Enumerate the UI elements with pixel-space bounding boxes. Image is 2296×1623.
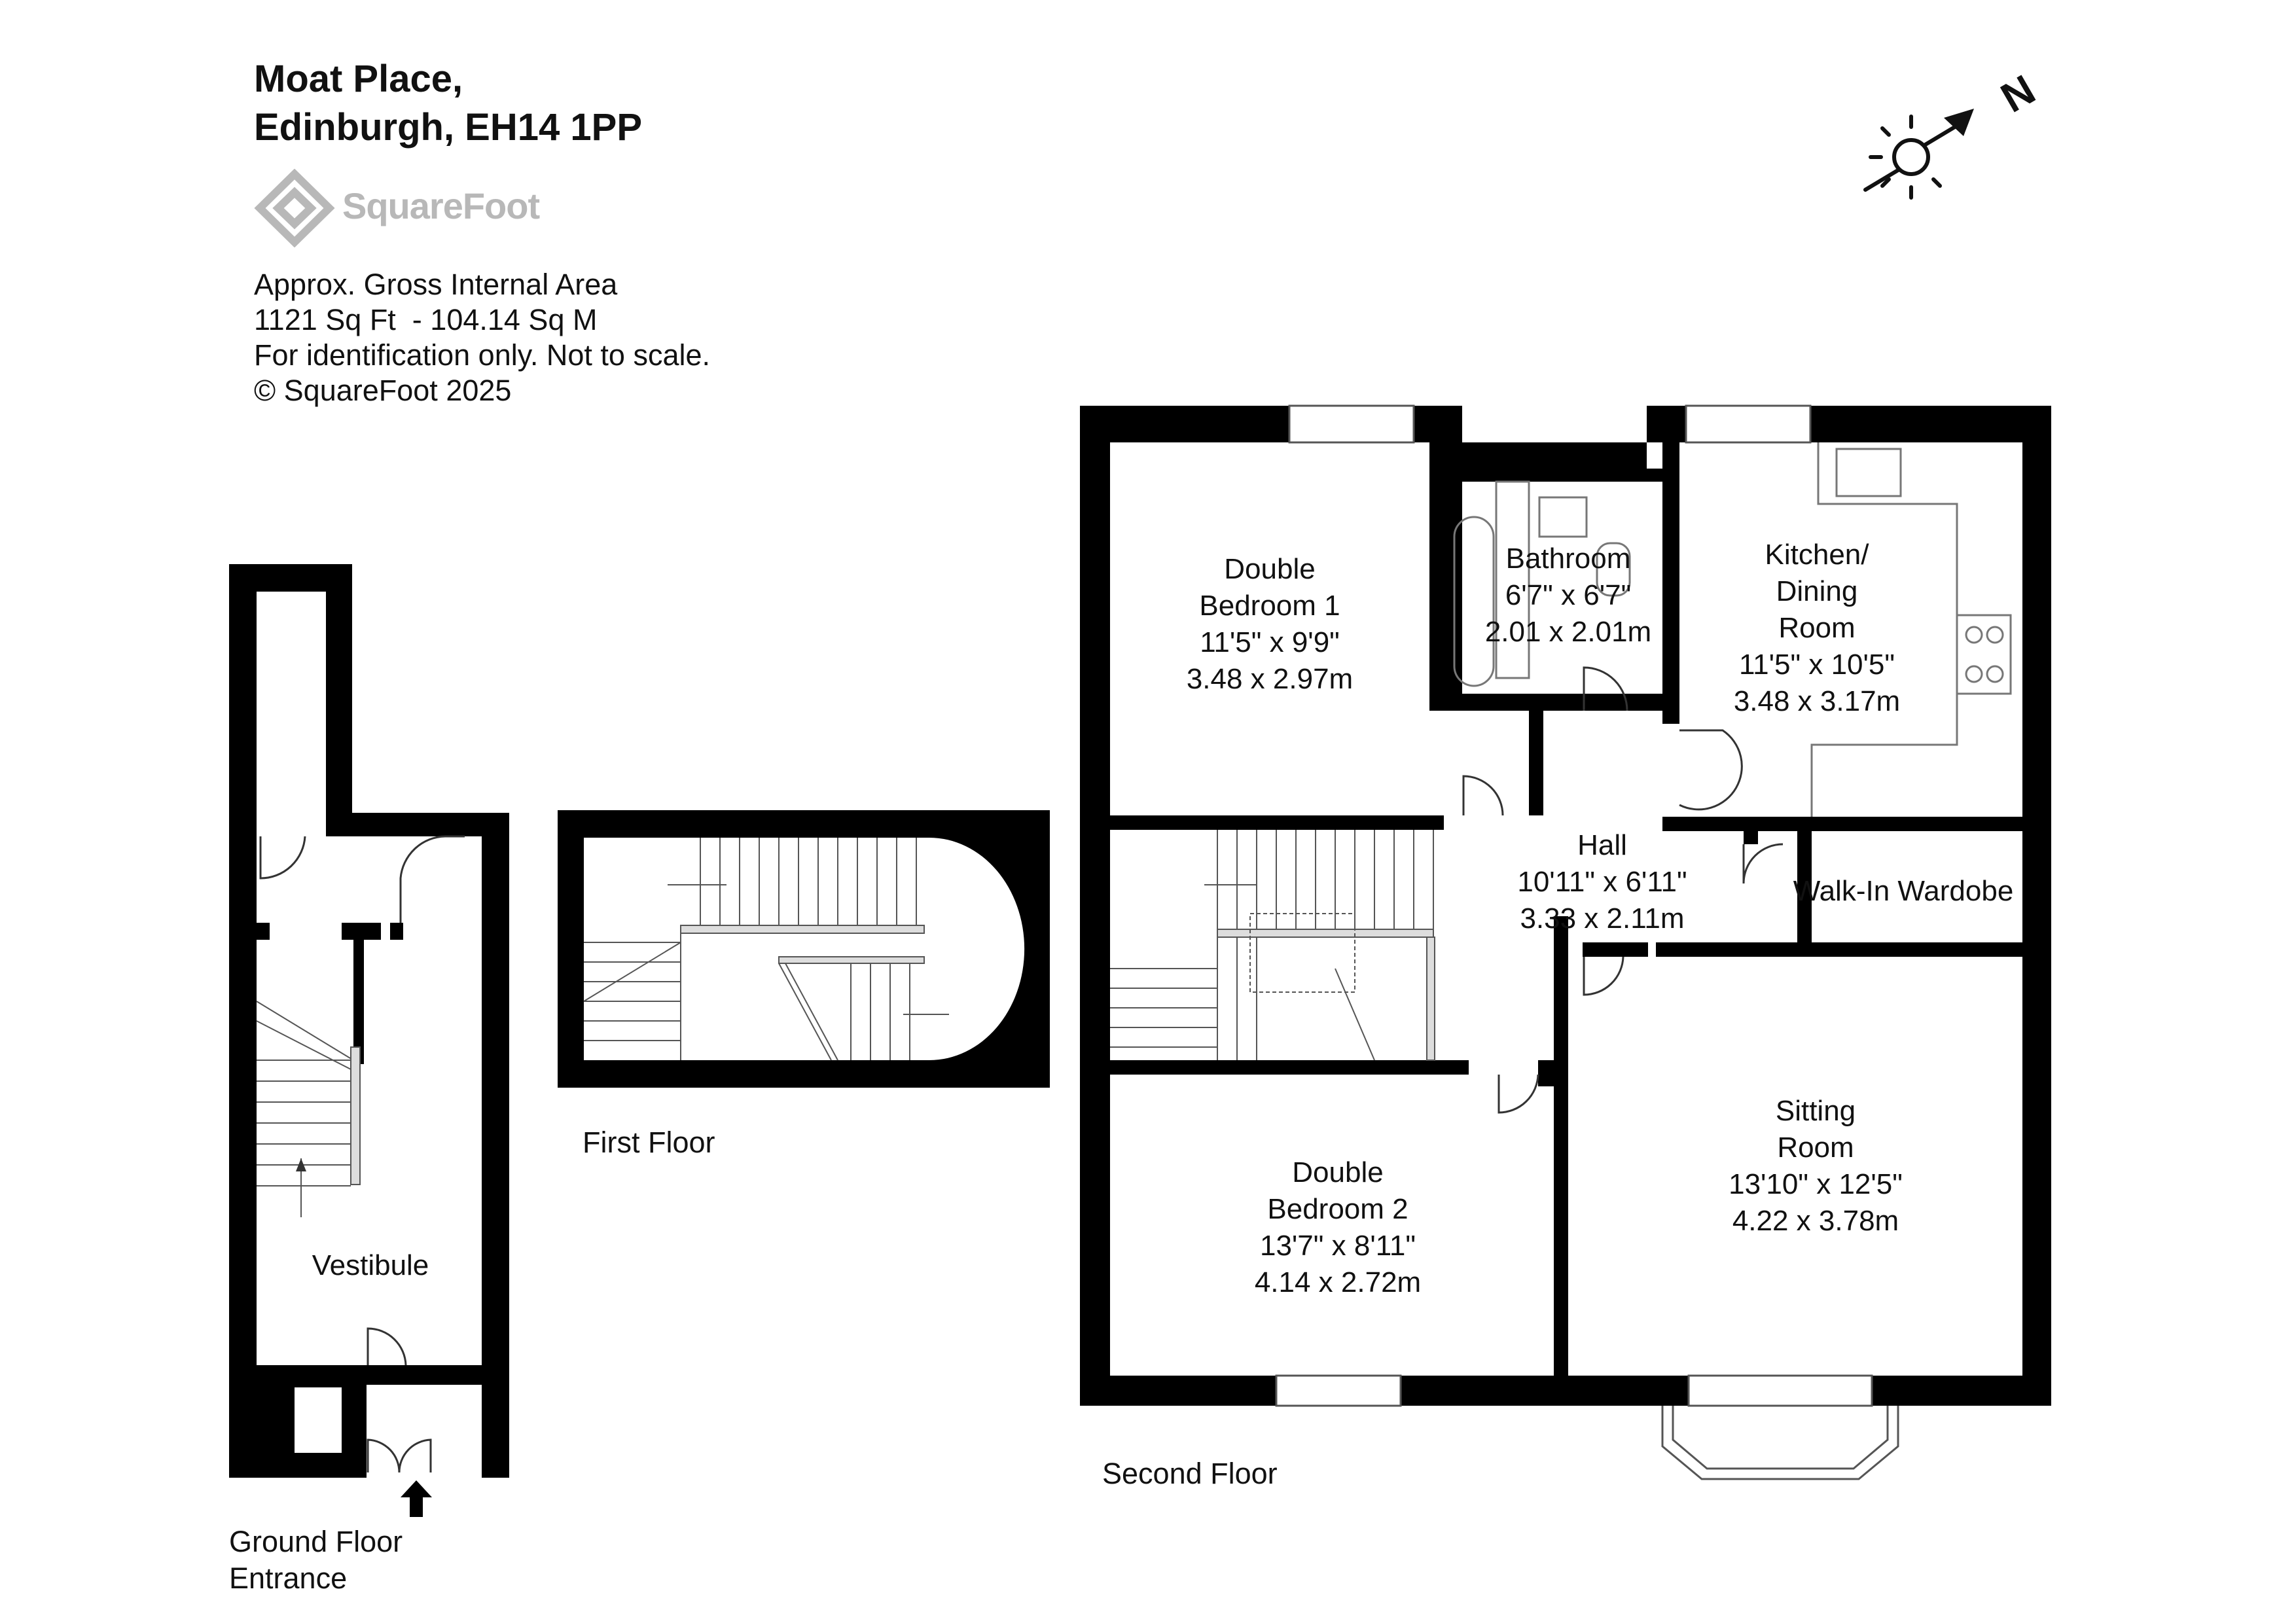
- double-bedroom-2-name-2: Bedroom 2: [1267, 1193, 1408, 1225]
- ground-floor-plan: [229, 564, 509, 1517]
- double-bedroom-2-imperial: 13'7" x 8'11": [1260, 1230, 1416, 1262]
- bathroom-name: Bathroom: [1506, 543, 1631, 575]
- compass: N: [1859, 65, 2043, 209]
- hall-metric: 3.33 x 2.11m: [1520, 902, 1684, 935]
- north-arrow-sun-icon: [1863, 109, 1974, 200]
- first-floor-plan: [558, 810, 1050, 1088]
- hall-name: Hall: [1577, 829, 1627, 861]
- kitchen-imperial: 11'5" x 10'5": [1739, 649, 1895, 681]
- area-info: Approx. Gross Internal Area 1121 Sq Ft -…: [254, 267, 710, 408]
- sitting-room-metric: 4.22 x 3.78m: [1732, 1205, 1899, 1237]
- info-line-4: © SquareFoot 2025: [254, 374, 512, 407]
- double-bedroom-1-name-2: Bedroom 1: [1199, 590, 1340, 622]
- first-floor-label: First Floor: [583, 1126, 715, 1159]
- sitting-room-name-2: Room: [1777, 1132, 1854, 1164]
- double-bedroom-1-metric: 3.48 x 2.97m: [1187, 663, 1353, 695]
- kitchen-name-2: Dining: [1776, 575, 1858, 607]
- squarefoot-logo-icon: [254, 169, 335, 247]
- double-bedroom-1-name-1: Double: [1224, 553, 1315, 585]
- info-line-2: 1121 Sq Ft - 104.14 Sq M: [254, 303, 598, 336]
- double-bedroom-1-imperial: 11'5" x 9'9": [1200, 626, 1340, 658]
- sitting-room-name-1: Sitting: [1776, 1095, 1856, 1127]
- double-bedroom-2-name-1: Double: [1292, 1156, 1383, 1188]
- kitchen-metric: 3.48 x 3.17m: [1734, 685, 1900, 717]
- ground-floor-label-line-1: Ground Floor: [229, 1525, 403, 1558]
- entrance-arrow-icon: [401, 1480, 432, 1517]
- title-line-1: Moat Place,: [254, 58, 463, 100]
- title-line-2: Edinburgh, EH14 1PP: [254, 106, 642, 149]
- second-floor-label: Second Floor: [1102, 1457, 1278, 1490]
- room-labels: Vestibule Double Bedroom 1 11'5" x 9'9" …: [312, 539, 2014, 1298]
- bathroom-imperial: 6'7" x 6'7": [1505, 579, 1631, 611]
- page-title: Moat Place, Edinburgh, EH14 1PP: [254, 55, 642, 152]
- ground-floor-label-line-2: Entrance: [229, 1561, 348, 1595]
- kitchen-name-1: Kitchen/: [1765, 539, 1870, 571]
- double-bedroom-2-metric: 4.14 x 2.72m: [1255, 1266, 1421, 1298]
- ground-floor-label: Ground Floor Entrance: [229, 1524, 403, 1597]
- sitting-room-imperial: 13'10" x 12'5": [1729, 1168, 1903, 1200]
- hall-imperial: 10'11" x 6'11": [1517, 866, 1687, 898]
- info-line-3: For identification only. Not to scale.: [254, 338, 710, 372]
- kitchen-name-3: Room: [1778, 612, 1855, 644]
- wardrobe-name: Walk-In Wardobe: [1793, 875, 2014, 907]
- info-line-1: Approx. Gross Internal Area: [254, 268, 618, 301]
- vestibule-label: Vestibule: [312, 1249, 429, 1281]
- second-floor-plan: [1080, 404, 2051, 1480]
- bathroom-metric: 2.01 x 2.01m: [1485, 616, 1651, 648]
- brand-name: SquareFoot: [342, 185, 540, 226]
- squarefoot-logo: SquareFoot: [252, 169, 592, 247]
